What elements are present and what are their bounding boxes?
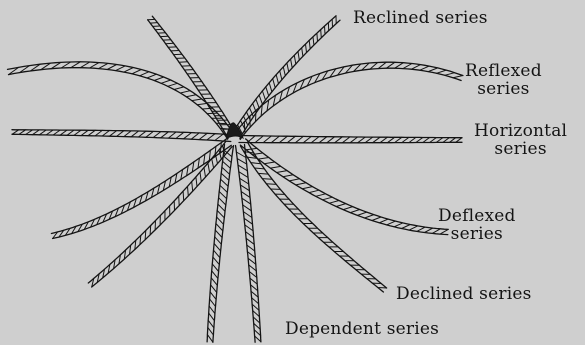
- horizontal-branch-right: [239, 136, 462, 143]
- dependent-branch-right: [236, 145, 261, 343]
- label-reflexed-series: Reflexed series: [465, 62, 542, 98]
- label-horizontal-series: Horizontal series: [474, 122, 567, 158]
- label-dependent-series: Dependent series: [285, 320, 439, 338]
- label-declined-series: Declined series: [396, 285, 532, 303]
- label-reclined-series: Reclined series: [353, 9, 488, 27]
- dependent-branch-left: [207, 144, 233, 342]
- reflexed-branch-right: [234, 62, 463, 139]
- deflexed-branch-right: [240, 139, 448, 235]
- declined-branch-left: [88, 141, 232, 287]
- deflexed-branch-left: [51, 139, 231, 239]
- label-deflexed-series: Deflexed series: [438, 207, 516, 243]
- reflexed-branch-left: [8, 62, 235, 139]
- horizontal-branch-left: [12, 130, 231, 142]
- declined-branch-right: [241, 142, 387, 292]
